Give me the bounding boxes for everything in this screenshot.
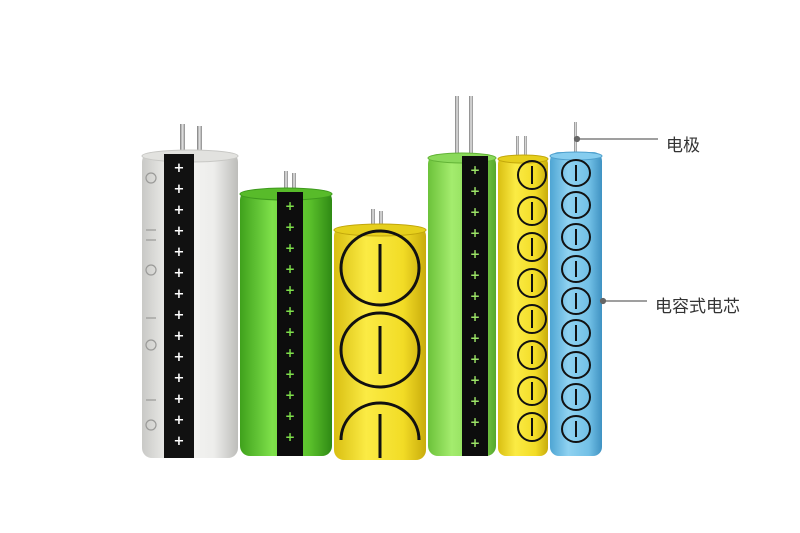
polarity-stripe: [462, 156, 488, 456]
capacitor-blue: [549, 122, 603, 456]
cell-core-label: 电容式电芯: [655, 297, 740, 317]
svg-text:+: +: [174, 308, 185, 323]
svg-text:+: +: [470, 394, 480, 408]
capacitor-white: + + + + + + + + + + + + + +: [141, 124, 239, 458]
svg-text:+: +: [470, 163, 480, 177]
svg-text:+: +: [285, 430, 295, 444]
electrode-pin: [469, 96, 473, 158]
electrode-pin: [379, 211, 383, 231]
svg-text:+: +: [174, 287, 185, 302]
svg-text:+: +: [285, 346, 295, 360]
plus-marks: + + + + + + + + + + + + + +: [470, 163, 480, 450]
svg-text:+: +: [285, 367, 295, 381]
faint-print: [145, 172, 157, 431]
svg-text:+: +: [470, 247, 480, 261]
svg-text:+: +: [285, 283, 295, 297]
polarity-stripe: [164, 154, 194, 458]
electrode-pin: [371, 209, 375, 231]
electrode-pin: [284, 171, 288, 197]
svg-text:+: +: [285, 262, 295, 276]
svg-text:+: +: [470, 205, 480, 219]
svg-text:+: +: [285, 325, 295, 339]
electrode-pin: [292, 173, 296, 197]
svg-text:+: +: [174, 413, 185, 428]
svg-text:+: +: [174, 350, 185, 365]
svg-text:+: +: [174, 434, 185, 449]
svg-text:+: +: [174, 203, 185, 218]
svg-text:+: +: [470, 184, 480, 198]
svg-text:+: +: [174, 266, 185, 281]
svg-text:+: +: [174, 371, 185, 386]
svg-text:+: +: [285, 241, 295, 255]
cell-core-marks: [561, 159, 591, 443]
cell-core-callout-dot: [599, 297, 607, 305]
svg-text:+: +: [470, 289, 480, 303]
svg-text:+: +: [285, 409, 295, 423]
svg-text:+: +: [470, 436, 480, 450]
electrode-label: 电极: [666, 136, 700, 156]
svg-text:+: +: [174, 161, 185, 176]
svg-text:+: +: [470, 310, 480, 324]
capacitor-yellow-wide: [333, 209, 427, 460]
svg-text:+: +: [470, 352, 480, 366]
electrode-pin: [524, 136, 527, 160]
capacitor-body: [498, 156, 548, 456]
svg-text:+: +: [174, 182, 185, 197]
svg-text:+: +: [174, 329, 185, 344]
svg-text:+: +: [470, 226, 480, 240]
capacitor-yellow-slim: [497, 136, 549, 456]
electrode-pin: [197, 126, 202, 158]
callout-lines: [573, 135, 658, 305]
plus-marks: + + + + + + + + + + + + + +: [174, 161, 185, 449]
svg-text:+: +: [470, 373, 480, 387]
electrode-pin: [455, 96, 459, 158]
electrode-pin: [180, 124, 185, 158]
cell-core-marks: [339, 229, 421, 458]
svg-text:+: +: [285, 220, 295, 234]
polarity-stripe: [277, 192, 303, 456]
plus-marks: + + + + + + + + + + + +: [285, 199, 295, 444]
capacitor-green: + + + + + + + + + + + +: [239, 171, 333, 456]
svg-text:+: +: [285, 199, 295, 213]
svg-text:+: +: [470, 415, 480, 429]
electrode-callout-dot: [573, 135, 581, 143]
svg-text:+: +: [174, 392, 185, 407]
svg-text:+: +: [470, 268, 480, 282]
capacitor-light-green: + + + + + + + + + + + + + +: [427, 96, 497, 456]
svg-text:+: +: [285, 304, 295, 318]
svg-text:+: +: [285, 388, 295, 402]
svg-text:+: +: [174, 245, 185, 260]
cell-core-marks: [517, 160, 547, 442]
svg-text:+: +: [174, 224, 185, 239]
svg-text:+: +: [470, 331, 480, 345]
electrode-pin: [516, 136, 519, 160]
